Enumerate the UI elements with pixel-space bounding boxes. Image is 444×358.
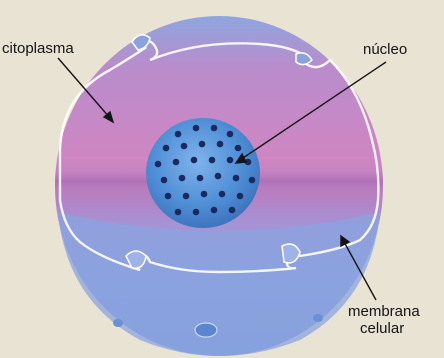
nucleus (146, 118, 260, 228)
label-citoplasma: citoplasma (2, 40, 74, 57)
label-nucleo: núcleo (363, 41, 407, 58)
label-membrana-line2: celular (348, 320, 420, 337)
cell-lower-shade (58, 212, 380, 356)
label-membrana-celular: membrana celular (348, 303, 420, 337)
label-membrana-line1: membrana (348, 303, 420, 320)
vesicle (113, 319, 123, 327)
vesicle (313, 314, 323, 322)
vesicle (195, 323, 217, 337)
